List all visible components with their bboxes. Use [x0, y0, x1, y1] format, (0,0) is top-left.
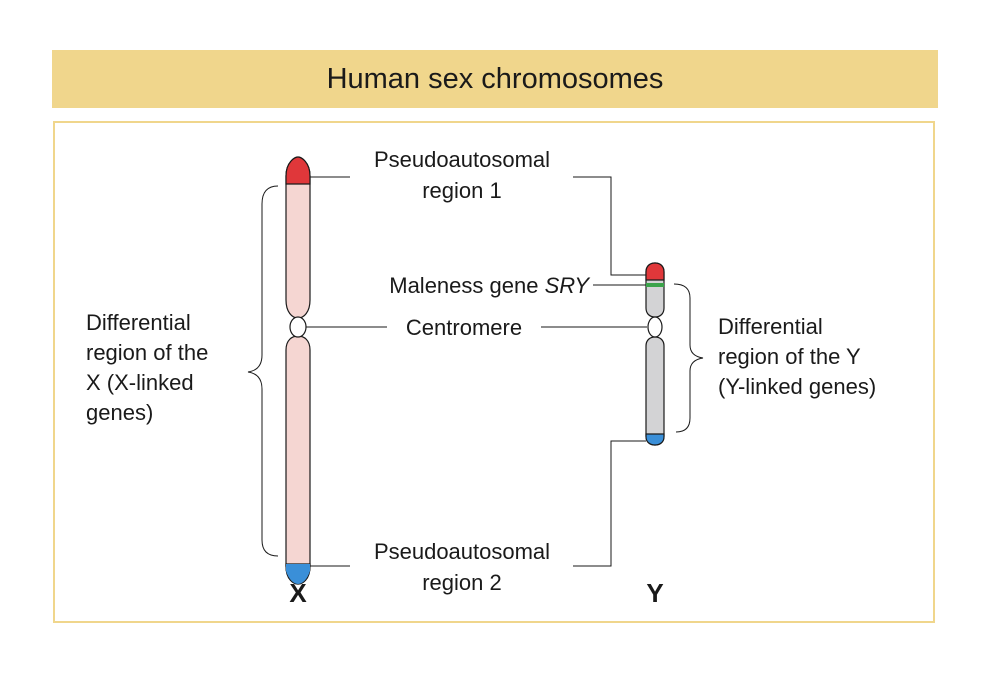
- y-differential-line1: Differential: [718, 314, 823, 339]
- x-lower-arm: [285, 335, 311, 585]
- x-differential-line3: X (X-linked: [86, 370, 194, 395]
- y-centromere: [647, 316, 663, 338]
- y-chromosome-name: Y: [646, 578, 663, 608]
- par2-y-connector: [573, 440, 646, 567]
- par1-label-line1: Pseudoautosomal: [374, 147, 550, 172]
- y-chromosome: [645, 262, 665, 446]
- x-differential-line1: Differential: [86, 310, 191, 335]
- y-par1-cap: [645, 262, 665, 281]
- y-differential-line2: region of the Y: [718, 344, 861, 369]
- par2-label-line1: Pseudoautosomal: [374, 539, 550, 564]
- par1-y-connector: [573, 176, 646, 276]
- y-sry-band: [646, 283, 664, 287]
- title-band: Human sex chromosomes: [52, 50, 938, 108]
- connector-lines: [306, 176, 647, 567]
- x-differential-line4: genes): [86, 400, 153, 425]
- sry-label: Maleness gene SRY: [389, 273, 590, 298]
- y-lower-arm: [645, 336, 665, 446]
- diagram-title: Human sex chromosomes: [326, 62, 664, 95]
- sry-gene-name: SRY: [545, 273, 591, 298]
- x-differential-line2: region of the: [86, 340, 208, 365]
- centromere-label: Centromere: [406, 315, 522, 340]
- x-par1-cap: [285, 156, 311, 185]
- x-brace: [247, 185, 279, 557]
- x-par2-fill: [286, 564, 310, 584]
- x-chromosome: [285, 156, 311, 585]
- x-chromosome-name: X: [289, 578, 307, 608]
- diagram-frame: [53, 121, 935, 623]
- x-centromere: [289, 316, 307, 338]
- y-par2-cap: [645, 433, 665, 446]
- par1-label-line2: region 1: [422, 178, 502, 203]
- y-brace: [673, 283, 704, 433]
- y-differential-line3: (Y-linked genes): [718, 374, 876, 399]
- par2-label-line2: region 2: [422, 570, 502, 595]
- sry-label-prefix: Maleness gene: [389, 273, 544, 298]
